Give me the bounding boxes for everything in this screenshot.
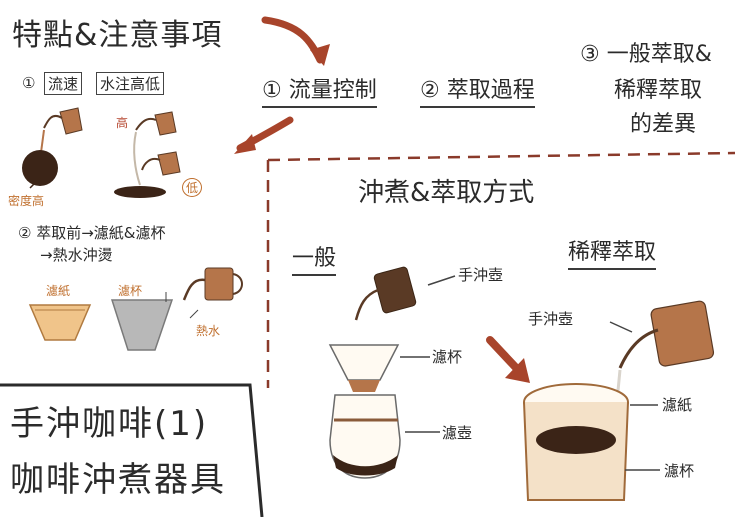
hot-water-kettle-icon bbox=[182, 267, 243, 301]
item1-tag-water-height: 水注高低 bbox=[96, 72, 165, 95]
kettle-dilution-icon bbox=[618, 300, 715, 369]
pour-kettle-low bbox=[141, 151, 181, 176]
server-pot-label-general: 濾壺 bbox=[442, 424, 473, 442]
topic-extraction-process: ② 萃取過程 bbox=[420, 72, 535, 108]
filter-paper-label: 濾紙 bbox=[46, 284, 71, 298]
arrow-general-to-dilution bbox=[486, 336, 524, 376]
kettle-label-general: 手沖壺 bbox=[458, 266, 504, 284]
filter-cup-general bbox=[328, 344, 400, 381]
item2-line1: ② 萃取前→濾紙&濾杯 bbox=[18, 224, 166, 242]
item2-line2: →熱水沖燙 bbox=[40, 246, 113, 264]
pour-kettle-high bbox=[135, 111, 177, 136]
footer-box-border bbox=[0, 383, 264, 517]
item1-tag-flow-speed: 流速 bbox=[44, 72, 83, 95]
coffee-bed-icon bbox=[22, 150, 58, 186]
topic-flow-control: ① 流量控制 bbox=[262, 72, 377, 108]
general-method-label: 一般 bbox=[292, 240, 337, 276]
dashed-divider-horizontal bbox=[267, 151, 736, 162]
filter-paper-icon bbox=[28, 304, 92, 341]
server-pot-general bbox=[329, 394, 401, 479]
coffee-bed-flat-icon bbox=[114, 186, 166, 198]
kettle-label-dilution: 手沖壺 bbox=[528, 310, 574, 328]
high-label: 高 bbox=[116, 116, 129, 130]
topic-difference-line3: 的差異 bbox=[630, 112, 697, 137]
filter-cup-label-general: 濾杯 bbox=[432, 348, 463, 366]
page-title: 特點&注意事項 bbox=[12, 18, 223, 53]
filter-cup-label-dilution: 濾杯 bbox=[664, 462, 695, 480]
filter-cup-gray-icon bbox=[110, 299, 174, 351]
arrow-to-topics bbox=[261, 16, 324, 64]
hot-water-label: 熱水 bbox=[196, 324, 221, 338]
density-high-label: 密度高 bbox=[8, 194, 45, 208]
filter-cup-label-left: 濾杯 bbox=[118, 284, 143, 298]
topic-difference-line2: 稀釋萃取 bbox=[614, 78, 703, 103]
brew-method-heading: 沖煮&萃取方式 bbox=[358, 178, 535, 208]
footer-title-line1: 手沖咖啡(1) bbox=[10, 404, 209, 444]
filter-paper-label-dilution: 濾紙 bbox=[662, 396, 693, 414]
pour-kettle-left-small bbox=[39, 107, 83, 161]
item1-number: ① bbox=[22, 74, 36, 92]
dilution-method-label: 稀釋萃取 bbox=[568, 234, 657, 270]
kettle-general-icon bbox=[354, 266, 417, 321]
footer-title-line2: 咖啡沖煮器具 bbox=[10, 460, 226, 500]
low-label: 低 bbox=[182, 178, 203, 197]
topic-difference-line1: ③ 一般萃取& bbox=[580, 42, 712, 67]
